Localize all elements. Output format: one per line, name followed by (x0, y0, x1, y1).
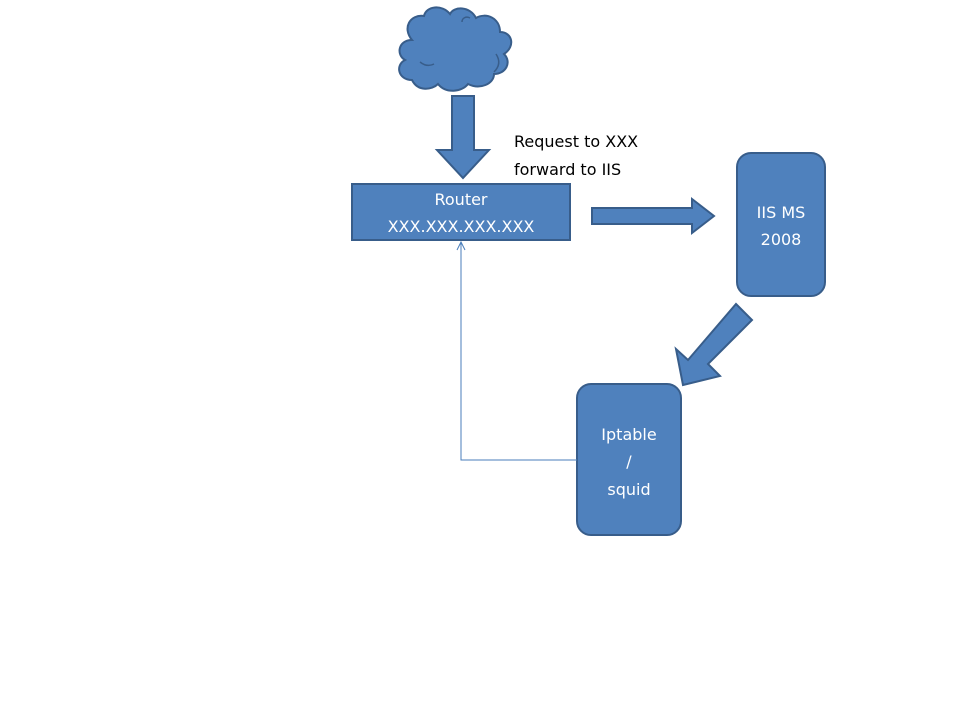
router-ip: XXX.XXX.XXX.XXX (388, 217, 535, 236)
iis-version: 2008 (761, 230, 802, 249)
cloud-icon (398, 6, 513, 92)
arrow-cloud-to-router (434, 95, 492, 180)
iptable-squid-node[interactable]: Iptable / squid (576, 383, 682, 536)
router-node[interactable]: Router XXX.XXX.XXX.XXX (351, 183, 571, 241)
router-label: Router (434, 190, 487, 209)
annotation-line-2: forward to IIS (514, 160, 621, 179)
iptable-separator: / (626, 452, 632, 471)
iis-label: IIS MS (757, 203, 806, 222)
iptable-label: Iptable (601, 425, 656, 444)
iis-node[interactable]: IIS MS 2008 (736, 152, 826, 297)
iptable-squid-label: squid (607, 480, 650, 499)
annotation-line-1: Request to XXX (514, 132, 638, 151)
arrow-iis-to-iptable (674, 302, 754, 387)
arrow-router-to-iis (591, 196, 716, 236)
connector-arrowhead-icon (456, 240, 466, 251)
connector-iptable-to-router (456, 240, 577, 461)
